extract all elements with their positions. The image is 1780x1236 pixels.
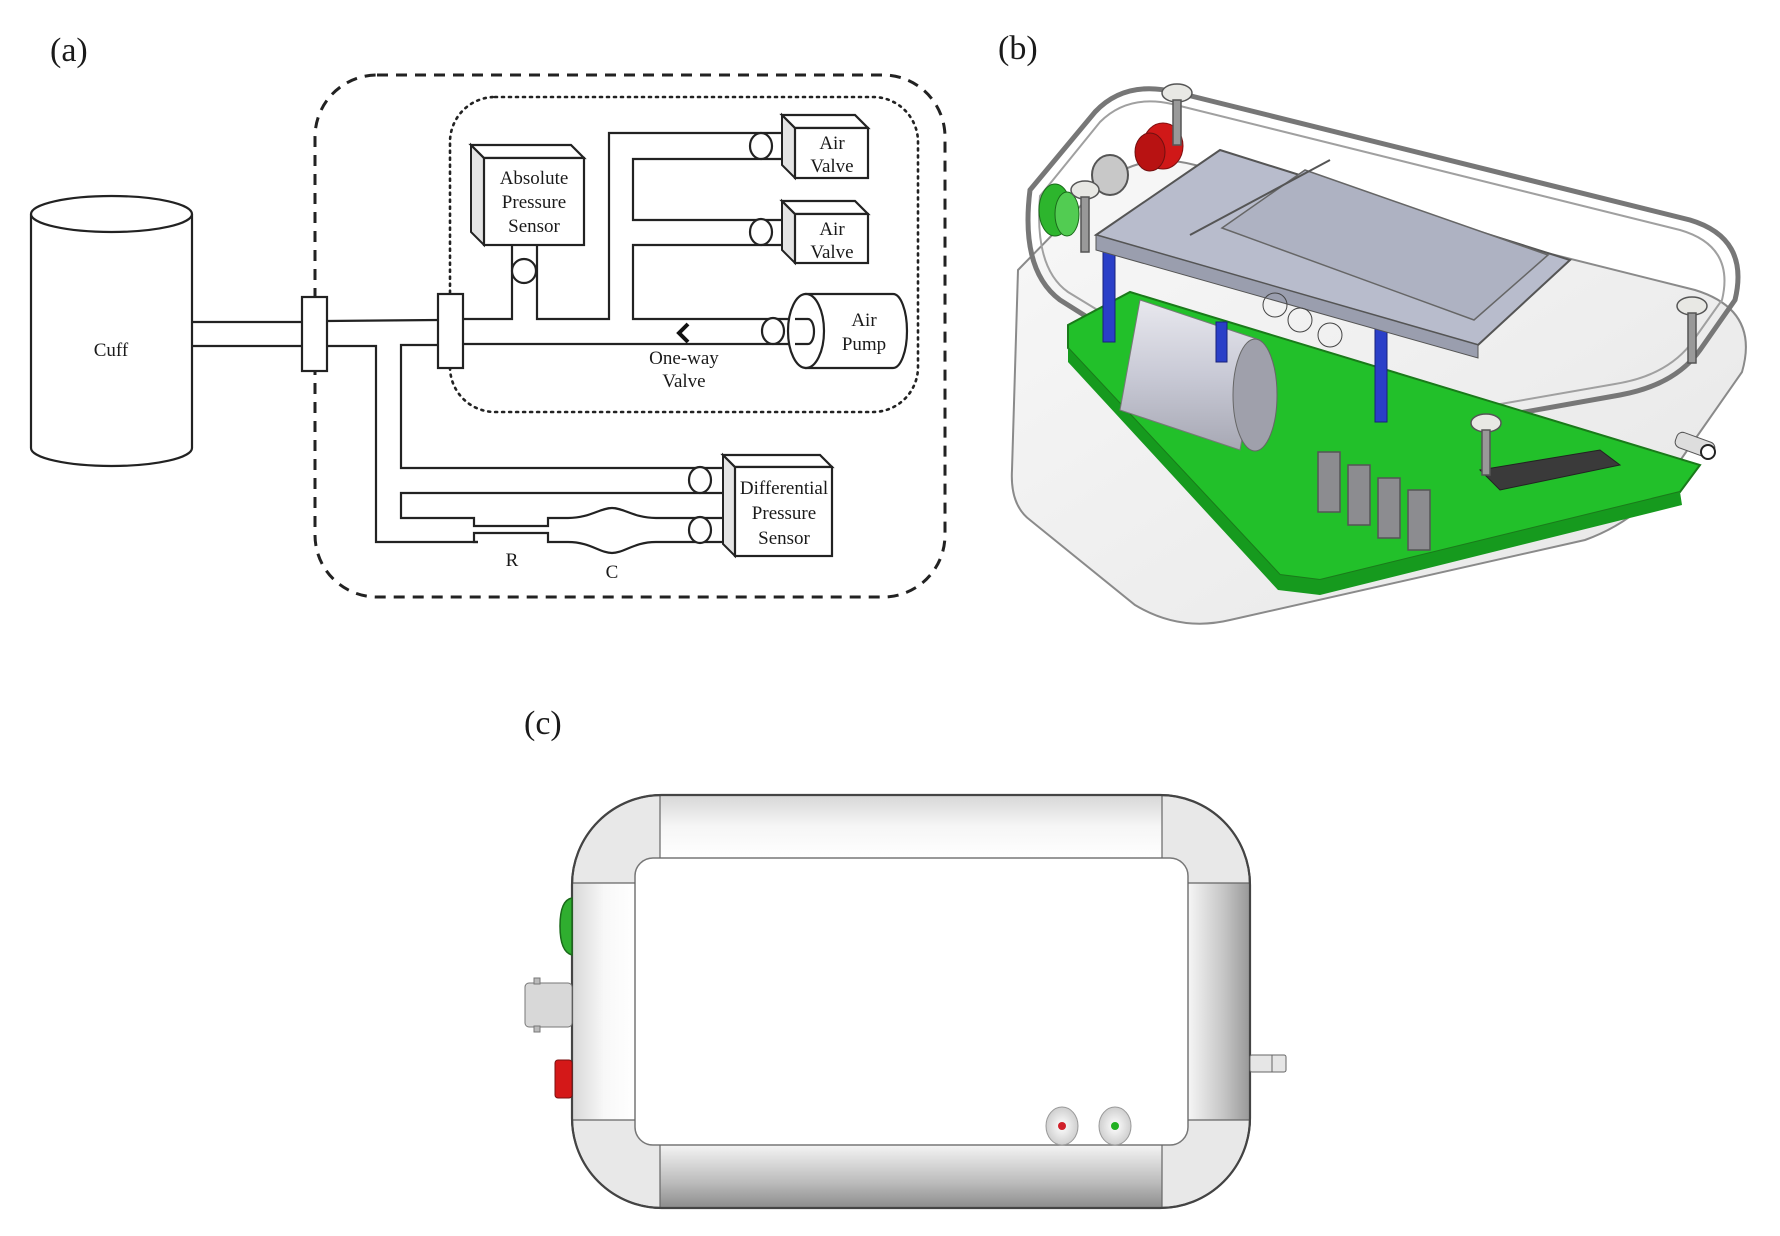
svg-text:Sensor: Sensor: [758, 528, 810, 549]
air-valve-2: Air Valve: [779, 198, 871, 266]
green-connector: [1038, 183, 1080, 237]
svg-text:Differential: Differential: [740, 478, 828, 499]
resistor-label: R: [506, 550, 519, 571]
connector-2: [436, 292, 465, 370]
led-green-dot: [1111, 1122, 1119, 1130]
hose-nozzle-b: [1674, 431, 1716, 460]
absolute-pressure-sensor: Absolute Pressure Sensor: [468, 142, 587, 248]
led-green: [1098, 1106, 1132, 1146]
svg-text:Absolute: Absolute: [500, 168, 569, 189]
differential-pressure-sensor: Differential Pressure Sensor: [720, 452, 835, 559]
one-way-label: Valve: [662, 371, 705, 392]
air-valve-1: Air Valve: [779, 112, 871, 181]
capacitor-label: C: [606, 562, 619, 583]
panel-label-a: (a): [50, 32, 88, 69]
bnc-connector: [524, 977, 573, 1033]
panel-label-b: (b): [998, 30, 1038, 67]
svg-text:Air: Air: [819, 133, 845, 154]
port-ring: [510, 257, 538, 285]
one-way-valve-symbol: [676, 322, 690, 344]
connector-1: [300, 295, 329, 373]
inner-dotted-boundary: [448, 95, 920, 414]
cuff-cylinder: Cuff: [29, 194, 194, 468]
pcb-edge: [1068, 348, 1682, 595]
enclosure-front: [570, 793, 1252, 1210]
red-button: [554, 1059, 573, 1099]
screws: [1070, 83, 1708, 476]
svg-text:Valve: Valve: [810, 156, 853, 177]
svg-text:Sensor: Sensor: [508, 216, 560, 237]
hose-nozzle: [1249, 1054, 1287, 1073]
panel-label-c: (c): [524, 705, 562, 742]
green-button: [559, 897, 573, 956]
led-red: [1045, 1106, 1079, 1146]
led-red-dot: [1058, 1122, 1066, 1130]
svg-text:Air: Air: [851, 310, 877, 331]
svg-text:Air: Air: [819, 219, 845, 240]
cuff-label: Cuff: [94, 340, 129, 361]
svg-text:Pressure: Pressure: [502, 192, 566, 213]
one-way-label: One-way: [649, 348, 719, 369]
mcu-module: [1478, 449, 1622, 491]
port-ring: [687, 465, 713, 495]
air-pump: Air Pump: [760, 292, 909, 370]
port-ring: [687, 515, 713, 545]
svg-text:Valve: Valve: [810, 242, 853, 263]
bnc-connector: [1091, 154, 1129, 196]
svg-text:Pump: Pump: [842, 334, 886, 355]
svg-text:Pressure: Pressure: [752, 503, 816, 524]
enclosure-rim-inner: [1038, 100, 1726, 435]
